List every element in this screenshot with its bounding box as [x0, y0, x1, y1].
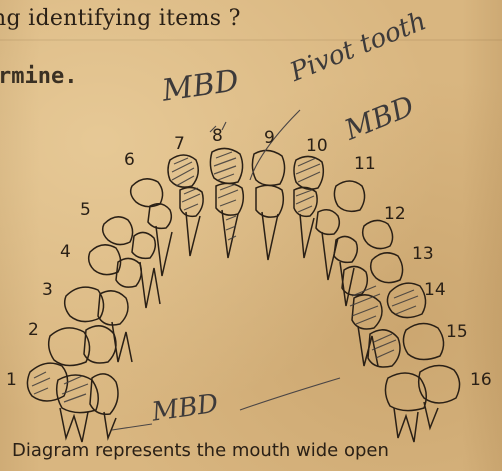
- tooth-number-12: 12: [384, 204, 406, 224]
- tooth-number-11: 11: [354, 154, 376, 174]
- tooth-number-15: 15: [446, 322, 468, 342]
- tooth-number-16: 16: [470, 370, 492, 390]
- tooth-number-2: 2: [28, 320, 39, 340]
- tooth-number-1: 1: [6, 370, 17, 390]
- diagram-caption: Diagram represents the mouth wide open: [12, 440, 492, 461]
- tooth-number-13: 13: [412, 244, 434, 264]
- tooth-number-5: 5: [80, 200, 91, 220]
- tooth-number-7: 7: [174, 134, 185, 154]
- tooth-number-4: 4: [60, 242, 71, 262]
- tooth-number-10: 10: [306, 136, 328, 156]
- tooth-number-8: 8: [212, 126, 223, 146]
- tooth-number-9: 9: [264, 128, 275, 148]
- tooth-number-3: 3: [42, 280, 53, 300]
- tooth-number-6: 6: [124, 150, 135, 170]
- tooth-number-14: 14: [424, 280, 446, 300]
- pencil-lines: [112, 110, 340, 430]
